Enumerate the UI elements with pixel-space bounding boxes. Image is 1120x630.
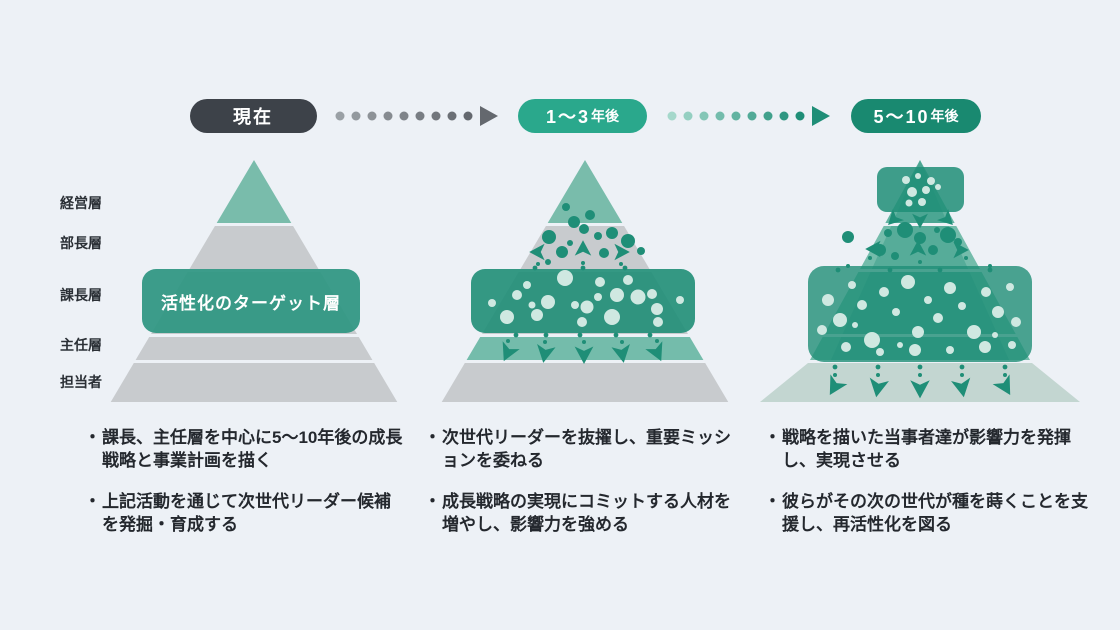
list-item: ・ 上記活動を通じて次世代リーダー候補を発掘・育成する: [84, 490, 406, 537]
stage-badge-now-label: 現在: [233, 107, 273, 127]
bullet-icon: ・: [764, 428, 781, 447]
row-label-chief: 主任層: [60, 337, 102, 353]
bullet-icon: ・: [84, 491, 101, 511]
target-layer-label: 活性化のターゲット層: [161, 293, 341, 313]
row-label-staff: 担当者: [60, 374, 102, 390]
note-text: 課長、主任層を中心に5〜10年後の成長戦略と事業計画を描く: [102, 428, 403, 471]
note-text: 次世代リーダーを抜擢し、重要ミッションを委ねる: [442, 428, 731, 471]
list-item: ・ 彼らがその次の世代が種を蒔くことを支援し、再活性化を図る: [764, 490, 1088, 537]
bullet-icon: ・: [424, 428, 441, 447]
row-label-director: 部長層: [60, 235, 102, 251]
stage-badge-1-3y-suffix: 年後: [591, 108, 620, 124]
bullet-icon: ・: [764, 491, 781, 511]
note-text: 彼らがその次の世代が種を蒔くことを支援し、再活性化を図る: [782, 491, 1088, 535]
stage-badge-now: 現在: [190, 99, 317, 133]
list-item: ・ 戦略を描いた当事者達が影響力を発揮し、実現させる: [764, 426, 1088, 473]
bullet-icon: ・: [424, 491, 441, 511]
notes-column-5-10y: ・ 戦略を描いた当事者達が影響力を発揮し、実現させる ・ 彼らがその次の世代が種…: [764, 426, 1088, 554]
note-text: 戦略を描いた当事者達が影響力を発揮し、実現させる: [782, 428, 1071, 471]
row-label-manager: 課長層: [60, 287, 102, 303]
list-item: ・ 課長、主任層を中心に5〜10年後の成長戦略と事業計画を描く: [84, 426, 406, 473]
bullet-icon: ・: [84, 428, 101, 447]
stage-badge-5-10y-suffix: 年後: [930, 108, 959, 124]
list-item: ・ 次世代リーダーを抜擢し、重要ミッションを委ねる: [424, 426, 736, 473]
notes-column-1-3y: ・ 次世代リーダーを抜擢し、重要ミッションを委ねる ・ 成長戦略の実現にコミット…: [424, 426, 736, 554]
stage-badge-1-3y-label: 1〜3: [545, 107, 591, 127]
stage-badge-5-10y-label: 5〜10: [873, 107, 930, 127]
notes-column-now: ・ 課長、主任層を中心に5〜10年後の成長戦略と事業計画を描く ・ 上記活動を通…: [84, 426, 406, 554]
note-text: 上記活動を通じて次世代リーダー候補を発掘・育成する: [102, 491, 391, 535]
list-item: ・ 成長戦略の実現にコミットする人材を増やし、影響力を強める: [424, 490, 736, 537]
row-label-executive: 経営層: [60, 195, 102, 211]
note-text: 成長戦略の実現にコミットする人材を増やし、影響力を強める: [442, 491, 731, 535]
